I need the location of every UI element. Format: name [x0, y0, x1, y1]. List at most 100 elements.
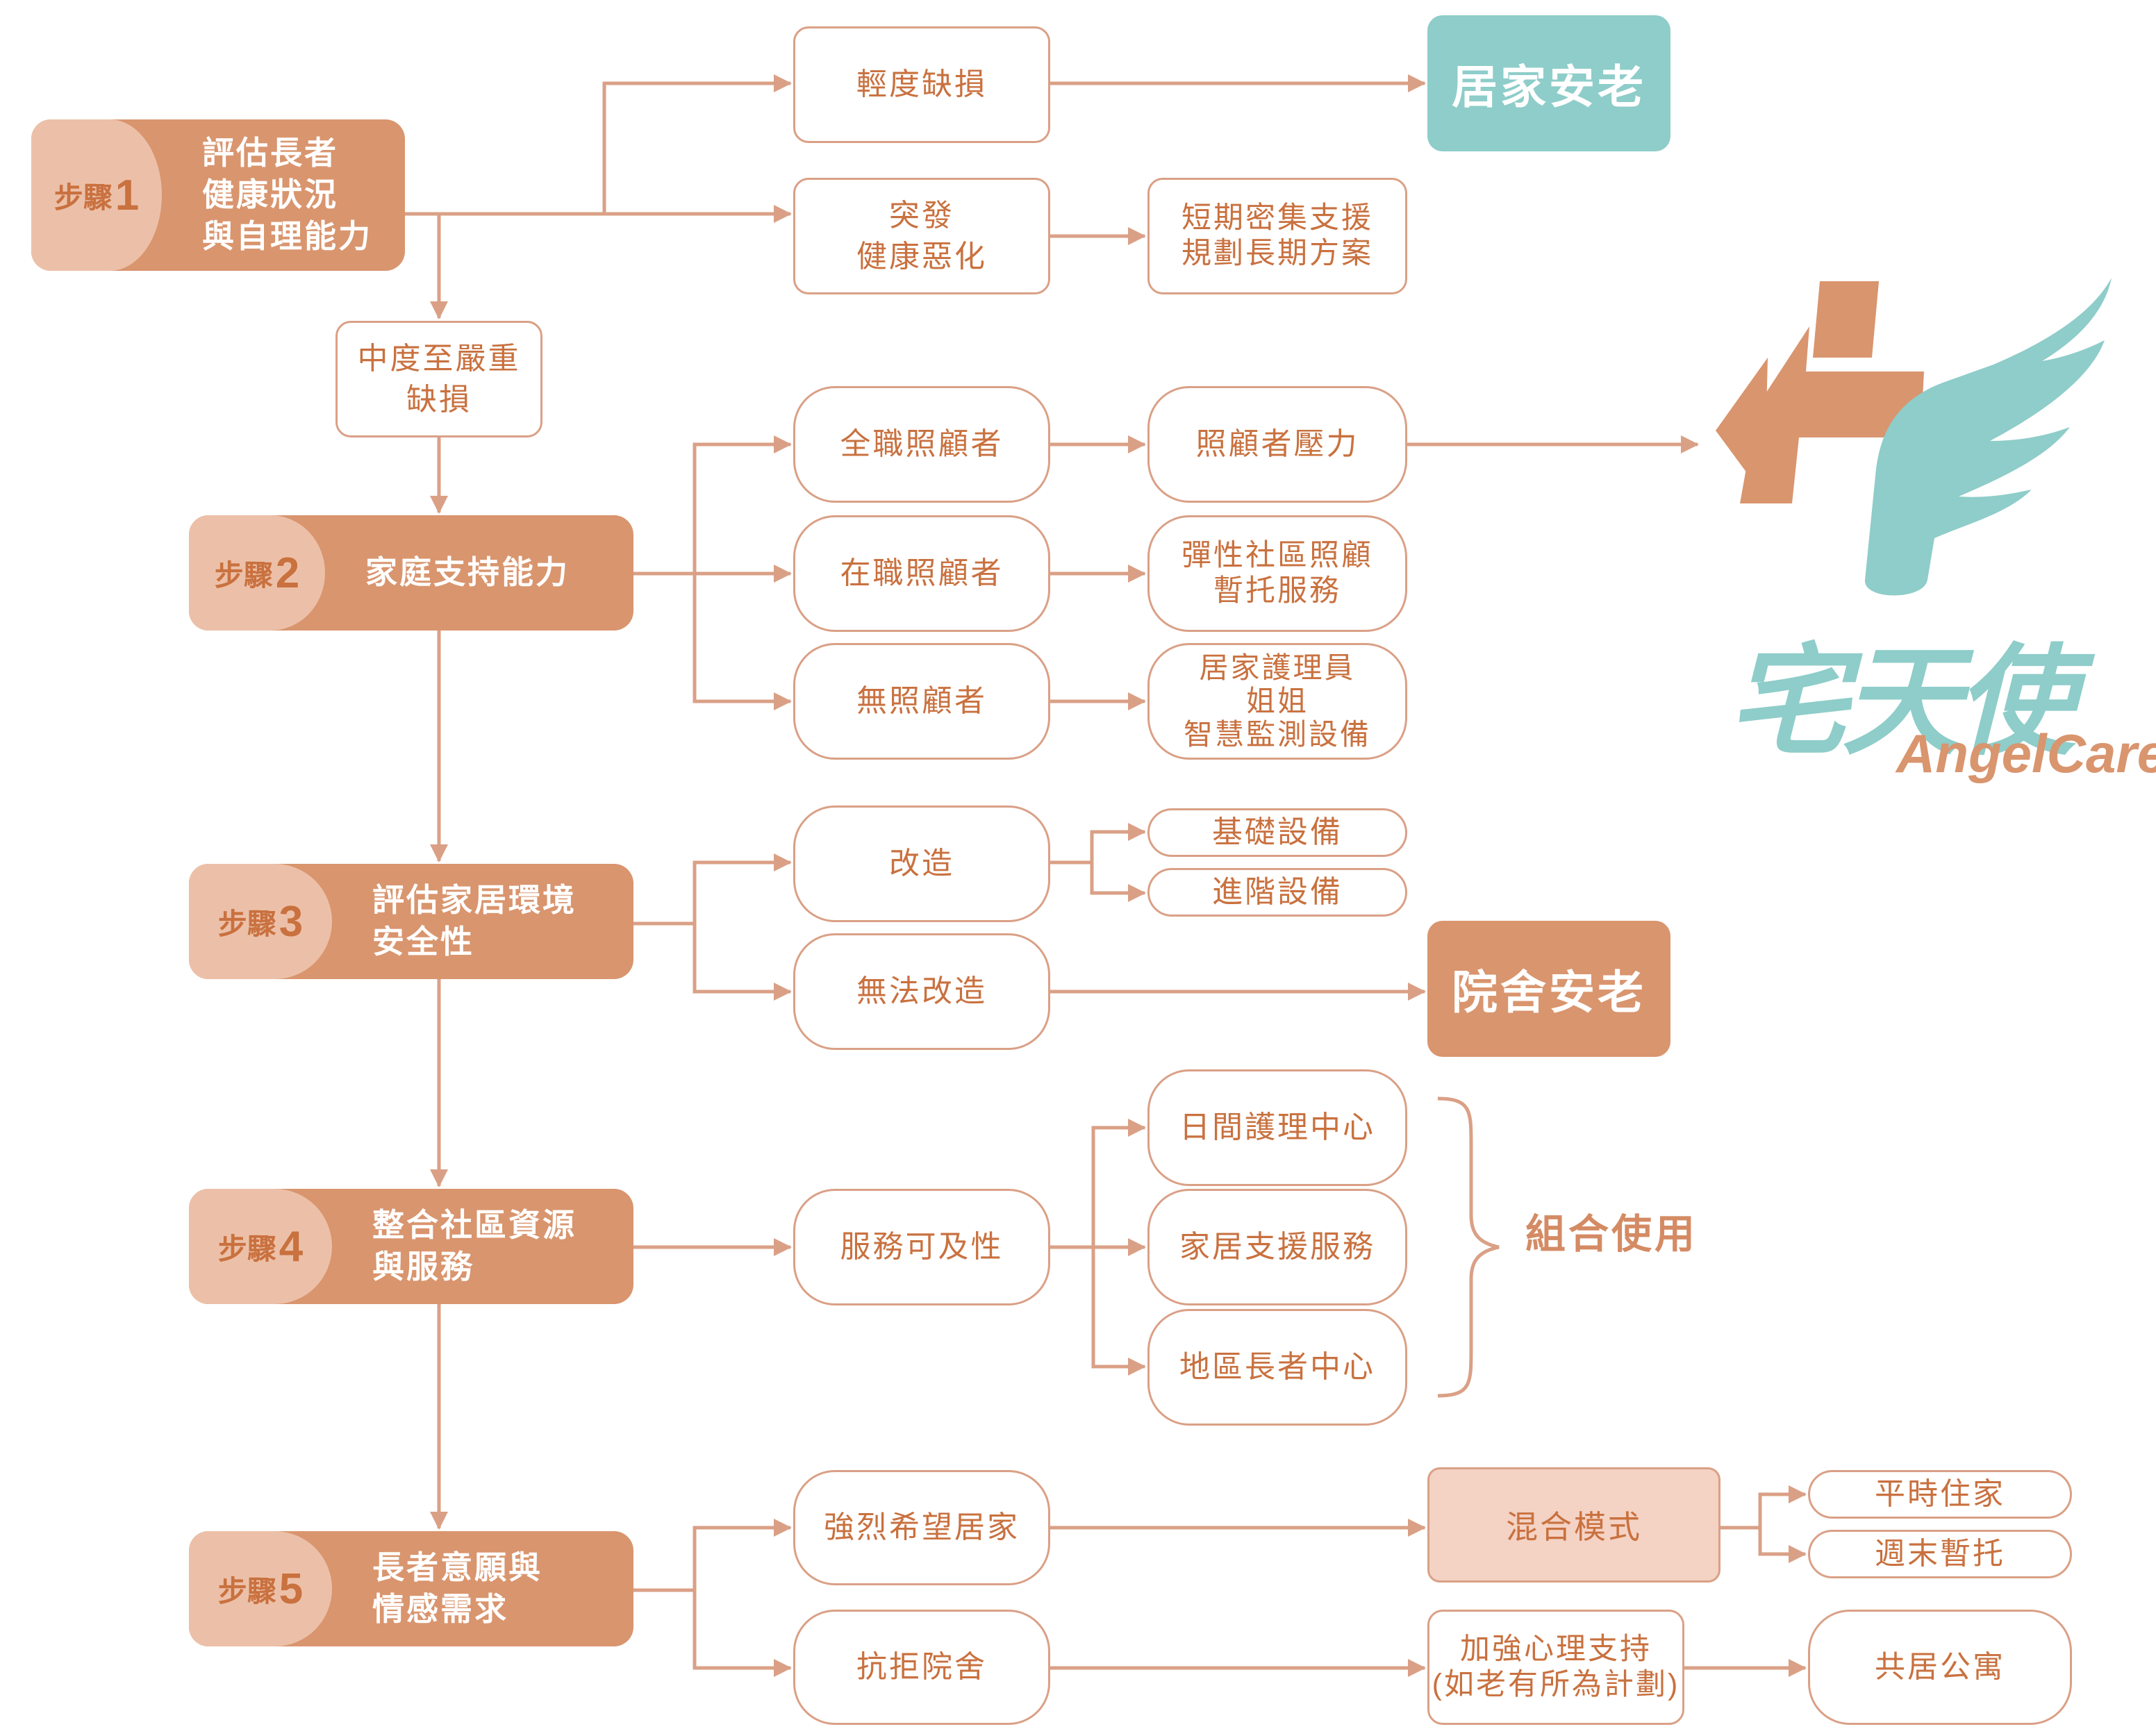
step-title: 評估長者健康狀況與自理能力 — [202, 119, 372, 271]
node-text-line: 平時住家 — [1875, 1477, 2005, 1512]
node-text-line: 姐姐 — [1245, 684, 1309, 717]
logo-chinese-name: 宅天使 — [1728, 635, 2075, 769]
arrow-step5-wish — [633, 1519, 792, 1592]
node-text-line: 健康狀況 — [202, 176, 338, 213]
arrow-step2-fulltime — [693, 435, 792, 574]
node-text-line: 共居公寓 — [1875, 1650, 2005, 1685]
node-text-line: 進階設備 — [1212, 875, 1343, 910]
node-text-line: 情感需求 — [372, 1591, 508, 1627]
coliving-node: 共居公寓 — [1808, 1610, 2072, 1725]
node-text-line: 家庭支持能力 — [365, 554, 570, 591]
resist-node: 抗拒院舍 — [793, 1610, 1050, 1725]
arrow-modify-basic — [1050, 823, 1146, 865]
logo-cross-arrow-shape — [1716, 281, 1924, 503]
node-text-line: 健康惡化 — [856, 240, 987, 274]
node-text-line: 在職照顧者 — [840, 556, 1004, 591]
node-text-line: 缺損 — [406, 383, 472, 417]
cannot-node: 無法改造 — [793, 933, 1050, 1050]
step-tag-label: 步驟 — [217, 1574, 276, 1608]
node-text-line: 中度至嚴重 — [357, 341, 521, 376]
step-title: 整合社區資源與服務 — [372, 1189, 577, 1304]
eldercentre-node: 地區長者中心 — [1147, 1309, 1407, 1426]
basic-node: 基礎設備 — [1147, 808, 1407, 857]
node-text-line: 評估長者 — [202, 135, 338, 172]
helpers-node: 居家護理員姐姐智慧監測設備 — [1147, 643, 1407, 760]
arrow-step3-modify — [633, 853, 792, 926]
node-text-line: 服務可及性 — [840, 1230, 1004, 1265]
arrow-modify-advanced — [1090, 862, 1146, 902]
node-text-line: 週末暫托 — [1875, 1537, 2005, 1571]
step-tag-label: 步驟 — [217, 1232, 276, 1265]
arrow-mixed-weekend — [1758, 1528, 1807, 1563]
node-text-line: 輕度缺損 — [856, 67, 987, 102]
node-text-line: 智慧監測設備 — [1183, 718, 1371, 751]
working-node: 在職照顧者 — [793, 515, 1050, 632]
node-text-line: 基礎設備 — [1212, 815, 1343, 850]
logo-wing-shape — [1864, 278, 2112, 596]
node-text-line: 安全性 — [372, 924, 474, 960]
arrow-mixed-weekday — [1720, 1485, 1807, 1530]
node-text-line: 彈性社區照顧 — [1181, 539, 1373, 573]
node-text-line: 規劃長期方案 — [1181, 237, 1373, 270]
respite-node: 彈性社區照顧暫托服務 — [1147, 515, 1407, 632]
node-text-line: 暫托服務 — [1213, 574, 1341, 608]
node-text-line: 無照顧者 — [856, 684, 987, 719]
node-text-line: 加強心理支持 — [1459, 1633, 1652, 1667]
homesupport-node: 家居支援服務 — [1147, 1189, 1407, 1305]
step-tag-label: 步驟 — [214, 558, 273, 592]
modify-node: 改造 — [793, 806, 1050, 922]
node-text-line: 強烈希望居家 — [824, 1510, 1020, 1545]
step-number: 3 — [279, 897, 304, 946]
outcome-home: 居家安老 — [1427, 15, 1670, 151]
mixed-mode-node: 混合模式 — [1427, 1467, 1720, 1583]
node-text-line: 與自理能力 — [202, 217, 372, 254]
arrow-access-daycare — [1091, 1119, 1146, 1247]
none-node: 無照顧者 — [793, 643, 1050, 760]
node-text-line: 評估家居環境 — [372, 882, 577, 919]
step-title: 家庭支持能力 — [365, 515, 570, 631]
step-title: 評估家居環境安全性 — [372, 864, 577, 979]
step-number: 2 — [275, 549, 300, 597]
step-number: 5 — [279, 1564, 304, 1613]
arrow-step1-mild — [602, 74, 792, 214]
fulltime-node: 全職照顧者 — [793, 386, 1050, 503]
moderate-node: 中度至嚴重缺損 — [335, 321, 542, 437]
node-text-line: 抗拒院舍 — [856, 1650, 987, 1685]
weekend-node: 週末暫托 — [1808, 1530, 2072, 1578]
access-node: 服務可及性 — [793, 1189, 1050, 1305]
shortterm-node: 短期密集支援規劃長期方案 — [1147, 178, 1407, 294]
outcome-institution: 院舍安老 — [1427, 921, 1670, 1057]
node-text-line: 改造 — [889, 846, 954, 881]
combo-brace — [1437, 1096, 1500, 1398]
psych-node: 加強心理支持(如老有所為計劃) — [1427, 1610, 1684, 1725]
stress-node: 照顧者壓力 — [1147, 386, 1407, 503]
arrow-step3-cannot — [693, 924, 792, 1001]
node-text-line: 地區長者中心 — [1179, 1350, 1375, 1385]
wish-node: 強烈希望居家 — [793, 1470, 1050, 1585]
node-text-line: 全職照顧者 — [840, 427, 1004, 462]
node-text-line: 家居支援服務 — [1179, 1230, 1375, 1265]
combo-label: 組合使用 — [1525, 1212, 1698, 1257]
step-tag-label: 步驟 — [217, 907, 276, 940]
arrow-step2-none — [693, 574, 792, 710]
daycare-node: 日間護理中心 — [1147, 1069, 1407, 1186]
node-text-line: 與服務 — [372, 1249, 474, 1285]
node-text-line: 突發 — [889, 198, 954, 233]
logo-english-name: AngelCare — [1896, 723, 2156, 784]
node-text-line: 短期密集支援 — [1181, 201, 1373, 235]
mild-node: 輕度缺損 — [793, 26, 1050, 143]
sudden-node: 突發健康惡化 — [793, 178, 1050, 294]
step-number: 4 — [279, 1222, 304, 1271]
node-text-line: 照顧者壓力 — [1195, 427, 1359, 462]
step-number: 1 — [115, 171, 140, 219]
step-title: 長者意願與情感需求 — [372, 1531, 542, 1646]
